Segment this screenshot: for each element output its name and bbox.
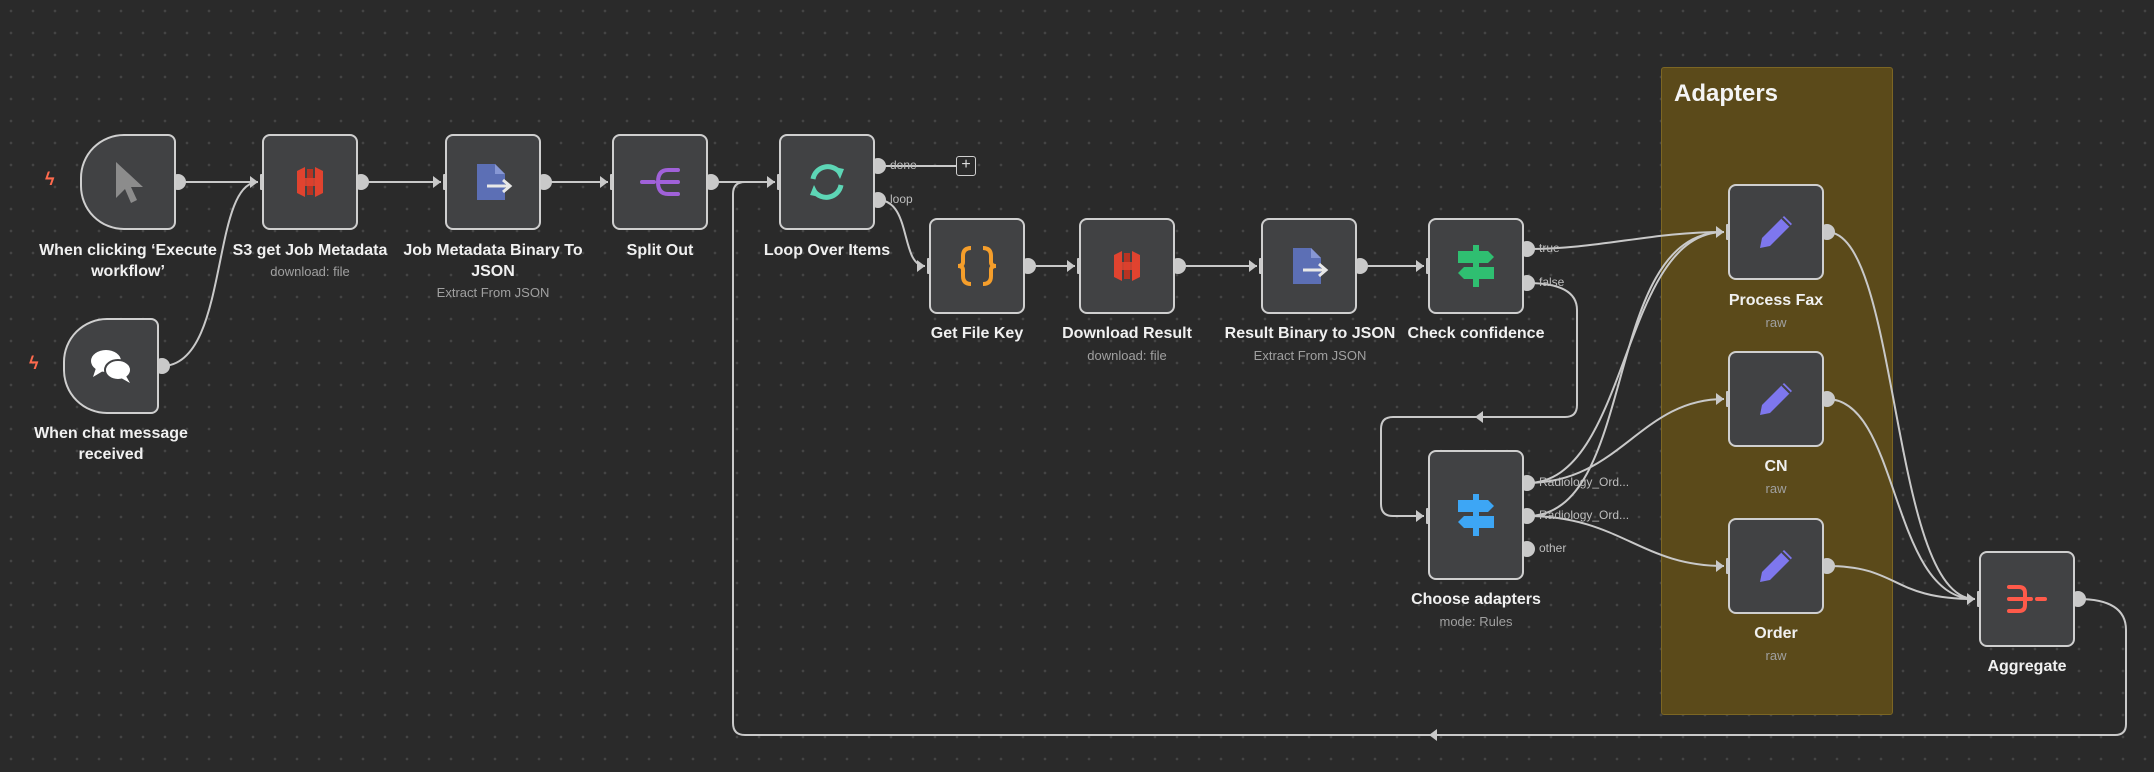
node-chat-trigger[interactable] <box>63 318 159 414</box>
cursor-icon <box>116 162 143 203</box>
node-process-fax[interactable] <box>1728 184 1824 280</box>
add-node-button[interactable]: + <box>956 156 976 176</box>
arrowhead <box>1429 729 1437 741</box>
file-extract-icon <box>477 164 513 200</box>
node-subtitle: Extract From JSON <box>1253 348 1367 363</box>
sticky-note-title: Adapters <box>1674 80 1779 107</box>
signpost-icon <box>1458 494 1494 536</box>
aws-s3-icon <box>1114 251 1140 281</box>
node-get-file-key[interactable] <box>929 218 1025 314</box>
signpost-icon <box>1458 245 1494 287</box>
node-subtitle: download: file <box>1087 348 1167 363</box>
node-label: Choose adapters <box>1411 591 1541 608</box>
output-label-false: false <box>1539 275 1565 289</box>
node-label: When clicking ‘Execute workflow’ <box>39 242 217 280</box>
trigger-bolt-icon: ϟ <box>45 169 55 189</box>
node-choose-adapters[interactable] <box>1428 450 1524 580</box>
aggregate-icon <box>2007 585 2047 613</box>
file-extract-icon <box>1293 248 1329 284</box>
output-label-true: true <box>1539 241 1560 255</box>
split-icon <box>640 168 680 196</box>
code-braces-icon <box>957 246 997 286</box>
node-subtitle: Extract From JSON <box>436 285 550 300</box>
aws-s3-icon <box>297 167 323 197</box>
node-label: Process Fax <box>1728 292 1824 309</box>
node-split-out[interactable] <box>612 134 708 230</box>
node-label: Aggregate <box>1987 658 2067 675</box>
arrowhead <box>250 176 258 188</box>
node-download-result[interactable] <box>1079 218 1175 314</box>
node-result-binary-to-json[interactable] <box>1261 218 1357 314</box>
output-label-loop: loop <box>890 192 913 206</box>
pencil-icon <box>1760 216 1792 248</box>
node-aggregate[interactable] <box>1979 551 2075 647</box>
node-subtitle: raw <box>1765 481 1787 496</box>
node-s3-get-job-metadata[interactable] <box>262 134 358 230</box>
node-check-confidence[interactable] <box>1428 218 1524 314</box>
node-label: Split Out <box>626 242 694 259</box>
node-manual-trigger[interactable] <box>80 134 176 230</box>
node-label: Result Binary to JSON <box>1224 325 1396 342</box>
arrowhead <box>1416 260 1424 272</box>
arrowhead <box>1967 593 1975 605</box>
arrowhead <box>1475 411 1483 423</box>
node-subtitle: raw <box>1765 648 1787 663</box>
arrowhead <box>1249 260 1257 272</box>
output-label-other: other <box>1539 541 1567 555</box>
pencil-icon <box>1760 383 1792 415</box>
node-cn[interactable] <box>1728 351 1824 447</box>
node-label: Get File Key <box>930 325 1024 342</box>
trigger-bolt-icon: ϟ <box>29 353 39 373</box>
node-label: Download Result <box>1062 325 1192 342</box>
node-label: When chat message received <box>34 425 188 463</box>
node-order[interactable] <box>1728 518 1824 614</box>
output-label-rule-2: Radiology_Ord... <box>1539 508 1630 522</box>
node-label: Loop Over Items <box>763 242 891 259</box>
arrowhead <box>1416 510 1424 522</box>
node-label: Job Metadata Binary To JSON <box>403 242 583 280</box>
node-job-metadata-binary-to-json[interactable] <box>445 134 541 230</box>
chat-bubbles-icon <box>91 350 132 383</box>
output-label-done: done <box>890 158 917 172</box>
arrowhead <box>917 260 925 272</box>
pencil-icon <box>1760 550 1792 582</box>
node-label: Check confidence <box>1407 325 1545 342</box>
node-subtitle: raw <box>1765 315 1787 330</box>
arrowhead <box>1067 260 1075 272</box>
output-label-rule-1: Radiology_Ord... <box>1539 475 1630 489</box>
arrowhead <box>433 176 441 188</box>
node-label: CN <box>1764 458 1788 475</box>
arrowhead <box>600 176 608 188</box>
node-subtitle: mode: Rules <box>1439 614 1513 629</box>
node-loop-over-items[interactable] <box>779 134 875 230</box>
node-label: S3 get Job Metadata <box>232 242 388 259</box>
node-subtitle: download: file <box>270 264 350 279</box>
loop-icon <box>810 164 844 200</box>
arrowhead <box>767 176 775 188</box>
node-label: Order <box>1754 625 1798 642</box>
